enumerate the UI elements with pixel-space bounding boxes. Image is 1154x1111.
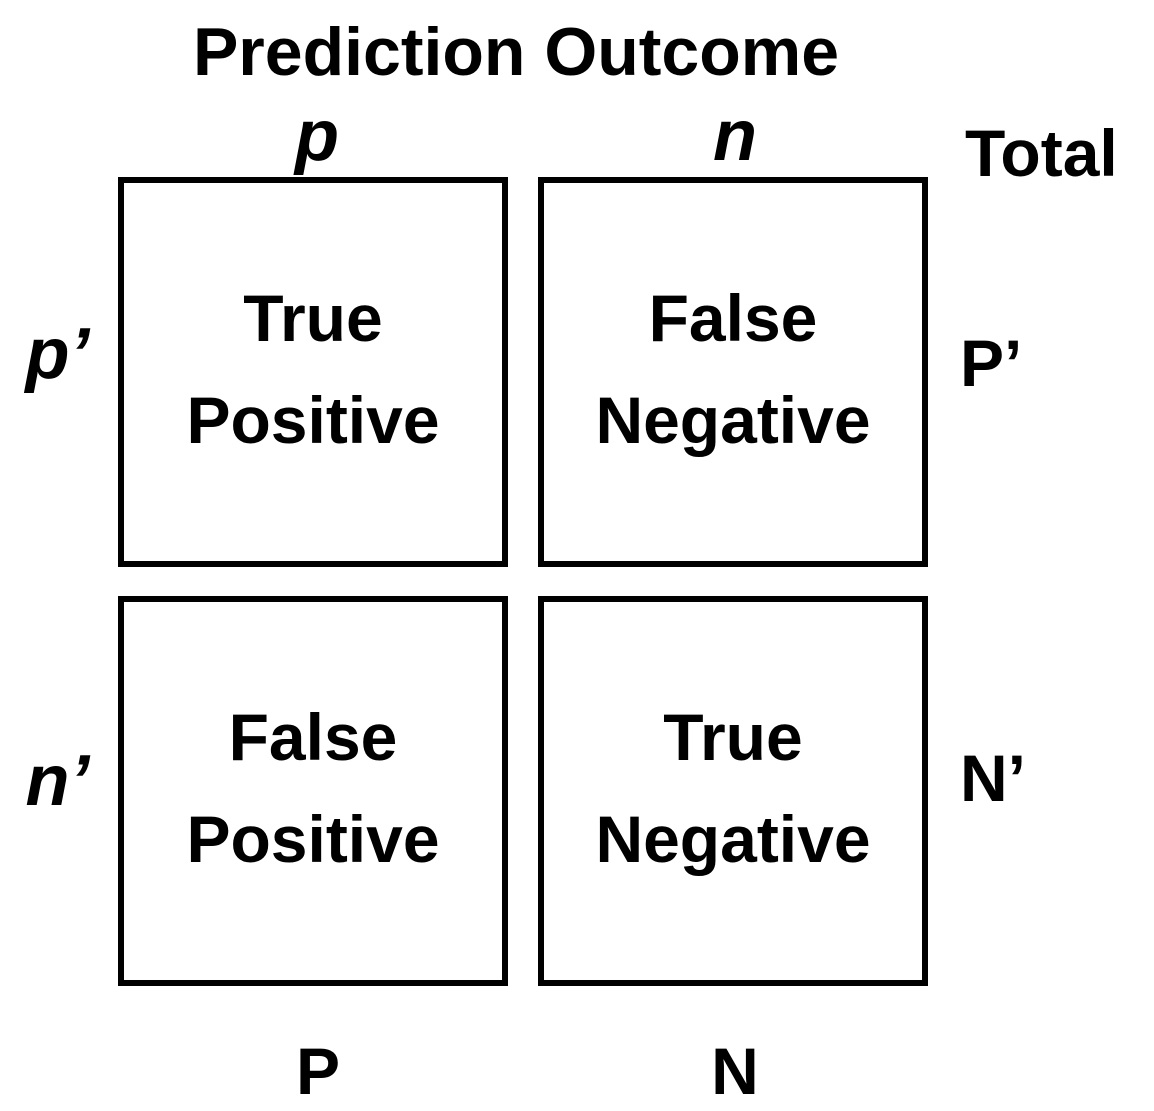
- cell-false-negative-line1: False: [648, 281, 818, 355]
- column-total-n: N: [711, 1034, 759, 1108]
- row-label-n-prime: n’: [25, 741, 90, 821]
- cell-true-positive-line1: True: [243, 281, 383, 355]
- column-label-n: n: [713, 96, 757, 176]
- cell-true-positive: True Positive: [118, 177, 508, 567]
- cell-false-positive-line2: Positive: [186, 802, 440, 876]
- cell-true-negative-line2: Negative: [595, 802, 871, 876]
- cell-false-positive-line1: False: [228, 700, 398, 774]
- cell-true-negative: True Negative: [538, 596, 928, 986]
- cell-true-negative-line1: True: [663, 700, 803, 774]
- diagram-title: Prediction Outcome: [192, 14, 840, 90]
- cell-false-negative-line2: Negative: [595, 383, 871, 457]
- row-total-n-prime: N’: [960, 741, 1026, 815]
- row-label-p-prime: p’: [25, 314, 90, 394]
- cell-false-negative: False Negative: [538, 177, 928, 567]
- column-total-p: P: [295, 1034, 341, 1108]
- cell-true-positive-line2: Positive: [186, 383, 440, 457]
- row-total-p-prime: P’: [960, 326, 1023, 400]
- cell-false-positive: False Positive: [118, 596, 508, 986]
- column-label-p: p: [295, 96, 339, 176]
- total-label: Total: [965, 116, 1118, 190]
